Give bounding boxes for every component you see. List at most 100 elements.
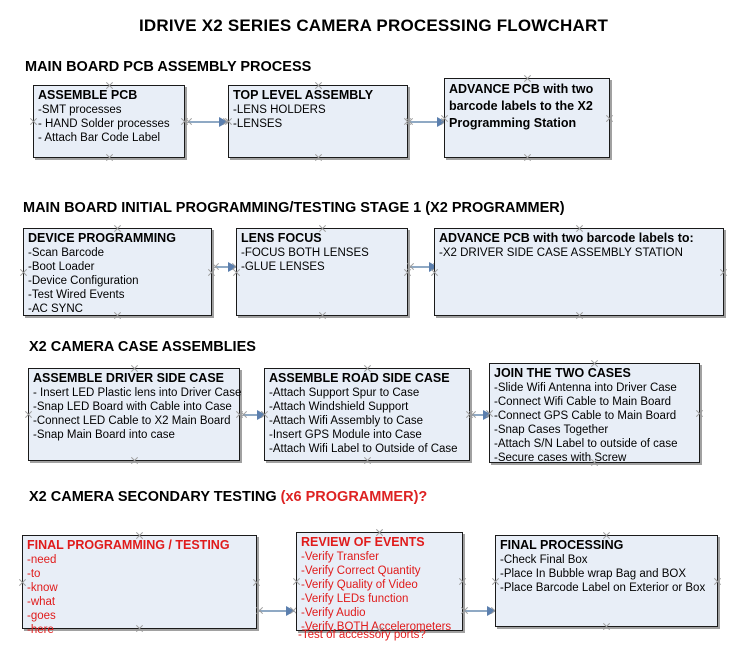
resize-handle-right[interactable] [235, 410, 244, 419]
connector-assemble-pcb-to-top-level-assembly[interactable] [188, 116, 228, 127]
resize-handle-left[interactable] [485, 409, 494, 418]
connector-top-level-assembly-to-advance-pcb[interactable] [409, 116, 446, 127]
resize-handle-right[interactable] [695, 409, 704, 418]
node-line: -Connect Wifi Cable to Main Board [494, 396, 672, 408]
section-heading-text: MAIN BOARD PCB ASSEMBLY PROCESS [25, 59, 312, 75]
node-line: -Verify LEDs function [301, 593, 409, 605]
resize-handle-left[interactable] [232, 268, 241, 277]
node-line: -LENSES [233, 118, 283, 130]
node-device-programming[interactable]: DEVICE PROGRAMMING -Scan Barcode -Boot L… [23, 228, 212, 316]
section-heading-text: MAIN BOARD INITIAL PROGRAMMING/TESTING S… [23, 200, 565, 216]
node-top-level-assembly[interactable]: TOP LEVEL ASSEMBLY -LENS HOLDERS -LENSES [228, 85, 408, 158]
resize-handle-left[interactable] [24, 410, 33, 419]
resize-handle-right[interactable] [465, 410, 474, 419]
node-line: -Place In Bubble wrap Bag and BOX [500, 568, 687, 580]
node-line: -here [27, 624, 54, 636]
resize-handle-right[interactable] [207, 268, 216, 277]
node-line: -Snap LED Board with Cable into Case [33, 401, 232, 413]
node-join-the-two-cases[interactable]: JOIN THE TWO CASES -Slide Wifi Antenna i… [489, 363, 700, 464]
resize-handle-left[interactable] [224, 117, 233, 126]
node-assemble-pcb[interactable]: ASSEMBLE PCB -SMT processes - HAND Solde… [33, 85, 185, 158]
node-line: -X2 DRIVER SIDE CASE ASSEMBLY STATION [439, 247, 683, 259]
node-line: -Connect LED Cable to X2 Main Board [33, 415, 231, 427]
node-line: -Boot Loader [28, 261, 95, 273]
connector-review-of-events-to-final-processing[interactable] [464, 605, 496, 616]
resize-handle-left[interactable] [292, 577, 301, 586]
node-assemble-driver-side-case[interactable]: ASSEMBLE DRIVER SIDE CASE - Insert LED P… [28, 368, 242, 461]
section-heading-main-board-initial-programming: MAIN BOARD INITIAL PROGRAMMING/TESTING S… [23, 200, 565, 216]
connector-final-programming-to-review-of-events[interactable] [259, 605, 295, 616]
node-title: TOP LEVEL ASSEMBLY [233, 88, 374, 102]
resize-handle-bottom[interactable] [575, 311, 584, 320]
resize-handle-right[interactable] [252, 578, 261, 587]
resize-handle-right[interactable] [180, 117, 189, 126]
arrowhead-icon [219, 117, 228, 127]
node-line: -Verify Transfer [301, 551, 379, 563]
resize-handle-right[interactable] [605, 114, 614, 123]
node-line: -GLUE LENSES [241, 261, 325, 273]
resize-handle-left[interactable] [18, 578, 27, 587]
node-line: -Snap Main Board into case [33, 429, 175, 441]
resize-handle-left[interactable] [260, 410, 269, 419]
node-line: -goes [27, 610, 56, 622]
connector-line [409, 121, 438, 123]
resize-handle-bottom[interactable] [318, 311, 327, 320]
node-line: -Connect GPS Cable to Main Board [494, 410, 677, 422]
resize-handle-left[interactable] [19, 268, 28, 277]
node-final-processing[interactable]: FINAL PROCESSING -Check Final Box -Place… [495, 535, 718, 627]
section-heading-main-board-pcb-assembly: MAIN BOARD PCB ASSEMBLY PROCESS [25, 59, 311, 75]
node-line: -Secure cases with Screw [494, 452, 627, 464]
connector-line [259, 610, 287, 612]
resize-handle-bottom[interactable] [523, 153, 532, 162]
resize-handle-bottom[interactable] [363, 456, 372, 465]
node-line: -Place Barcode Label on Exterior or Box [500, 582, 706, 594]
node-line: -Slide Wifi Antenna into Driver Case [494, 382, 677, 394]
page-title: IDRIVE X2 SERIES CAMERA PROCESSING FLOWC… [138, 16, 609, 35]
section-heading-x2-camera-secondary-testing: X2 CAMERA SECONDARY TESTING (x6 PROGRAMM… [29, 489, 427, 505]
node-line: -LENS HOLDERS [233, 104, 326, 116]
resize-handle-right[interactable] [458, 577, 467, 586]
node-title: DEVICE PROGRAMMING [28, 231, 176, 245]
node-review-of-events[interactable]: REVIEW OF EVENTS -Verify Transfer -Verif… [296, 532, 463, 633]
node-line: -Test Wired Events [28, 289, 125, 301]
node-title: JOIN THE TWO CASES [494, 366, 631, 380]
resize-handle-left[interactable] [430, 268, 439, 277]
resize-handle-right[interactable] [713, 577, 722, 586]
connector-handle-start[interactable] [184, 117, 193, 126]
resize-handle-bottom[interactable] [105, 153, 114, 162]
connector-device-programming-to-lens-focus[interactable] [215, 261, 237, 272]
node-line: -know [27, 582, 58, 594]
resize-handle-right[interactable] [403, 117, 412, 126]
node-line: -Verify Quality of Video [301, 579, 418, 591]
resize-handle-right[interactable] [403, 268, 412, 277]
node-line: -Device Configuration [28, 275, 139, 287]
node-lens-focus[interactable]: LENS FOCUS -FOCUS BOTH LENSES -GLUE LENS… [236, 228, 408, 316]
node-title: ADVANCE PCB with two barcode labels to t… [449, 82, 594, 130]
connector-line [464, 610, 488, 612]
resize-handle-left[interactable] [440, 114, 449, 123]
node-line: -Check Final Box [500, 554, 588, 566]
connector-handle-start[interactable] [211, 262, 220, 271]
node-line: -what [27, 596, 56, 608]
resize-handle-bottom[interactable] [314, 153, 323, 162]
node-title: ASSEMBLE ROAD SIDE CASE [269, 371, 450, 385]
node-advance-pcb-to-x2-programming-station[interactable]: ADVANCE PCB with two barcode labels to t… [444, 78, 610, 158]
resize-handle-bottom[interactable] [602, 622, 611, 631]
node-advance-pcb-to-driver-side-case-station[interactable]: ADVANCE PCB with two barcode labels to: … [434, 228, 724, 316]
node-line: -Insert GPS Module into Case [269, 429, 422, 441]
section-heading-accent: (x6 PROGRAMMER)? [280, 489, 428, 505]
connector-driver-side-to-road-side[interactable] [243, 409, 266, 420]
connector-handle-start[interactable] [239, 410, 248, 419]
node-title: LENS FOCUS [241, 231, 322, 245]
node-line: -Verify Correct Quantity [301, 565, 421, 577]
node-final-programming-testing[interactable]: FINAL PROGRAMMING / TESTING -need -to -k… [22, 535, 257, 636]
node-line: - Attach Bar Code Label [38, 132, 161, 144]
resize-handle-left[interactable] [29, 117, 38, 126]
section-heading-text: X2 CAMERA CASE ASSEMBLIES [29, 339, 256, 355]
node-assemble-road-side-case[interactable]: ASSEMBLE ROAD SIDE CASE -Attach Support … [264, 368, 470, 461]
node-line: -to [27, 568, 41, 580]
resize-handle-left[interactable] [491, 577, 500, 586]
resize-handle-right[interactable] [719, 268, 728, 277]
resize-handle-bottom[interactable] [130, 456, 139, 465]
node-line: - Insert LED Plastic lens into Driver Ca… [33, 387, 242, 399]
